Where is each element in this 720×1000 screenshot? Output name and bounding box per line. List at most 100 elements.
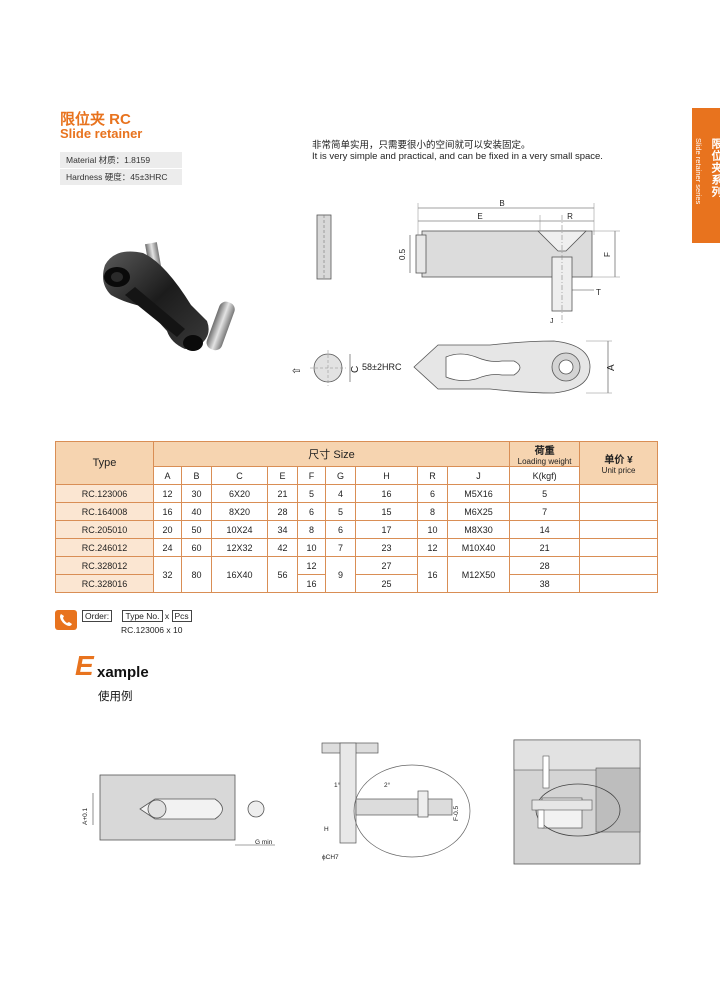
table-row: RC.164008 16 40 8X20 28 6 5 15 8 M6X25 7 <box>55 502 659 521</box>
product-photo <box>103 242 235 351</box>
lbl-a-plus: A+0.1 <box>82 807 89 825</box>
material-spec: Material 材质：1.8159 <box>60 152 182 168</box>
col-header-f: F <box>297 466 326 485</box>
row-type: RC.328016 <box>55 574 154 593</box>
cell-k: 5 <box>509 484 581 503</box>
lbl-f-minus: F-0.5 <box>453 805 460 821</box>
cell-a: 20 <box>153 520 182 539</box>
example-cn: 使用例 <box>98 691 133 703</box>
lbl-ch7: ϕCH7 <box>322 854 339 861</box>
cell-e: 34 <box>267 520 298 539</box>
dim-F: F <box>603 252 612 257</box>
technical-drawing: B E R F 0.5 T J K ⇦ C 58±2HRC A <box>290 199 620 394</box>
cell-k: 14 <box>509 520 581 539</box>
cell-j: M12X50 <box>446 556 511 593</box>
row-type: RC.328012 <box>55 556 154 575</box>
cell-price <box>579 574 659 593</box>
dim-B: B <box>499 199 504 208</box>
price-header: 单价 ¥ Unit price <box>579 441 659 485</box>
cell-e: 42 <box>267 538 298 557</box>
cell-c: 10X24 <box>211 520 268 539</box>
row-type: RC.164008 <box>55 502 154 521</box>
cell-price <box>579 502 659 521</box>
phone-icon <box>55 610 77 630</box>
cell-h: 16 <box>355 484 418 503</box>
cell-price <box>579 484 659 503</box>
cell-price <box>579 538 659 557</box>
row-type: RC.246012 <box>55 538 154 557</box>
example-drawing-1: A+0.1 G min <box>82 774 275 846</box>
cell-g: 5 <box>325 502 356 521</box>
example-heading: xample <box>97 664 149 681</box>
dim-E: E <box>477 212 482 221</box>
dim-C: C <box>350 366 361 373</box>
example-big-letter: E <box>75 650 94 681</box>
cell-a: 24 <box>153 538 182 557</box>
order-example: RC.123006 x 10 <box>121 625 183 635</box>
cell-g: 4 <box>325 484 356 503</box>
cell-a: 12 <box>153 484 182 503</box>
cell-h: 27 <box>355 556 418 575</box>
cell-c: 6X20 <box>211 484 268 503</box>
description-cn: 非常简单实用，只需要很小的空间就可以安装固定。 <box>312 140 531 151</box>
cell-e: 21 <box>267 484 298 503</box>
cell-j: M10X40 <box>446 538 511 557</box>
cell-f: 6 <box>297 502 326 521</box>
cell-h: 17 <box>355 520 418 539</box>
lbl-1: 1° <box>334 781 341 789</box>
cell-f: 8 <box>297 520 326 539</box>
size-header: 尺寸 Size <box>152 441 511 467</box>
cell-r: 12 <box>417 538 448 557</box>
cell-f: 5 <box>297 484 326 503</box>
cell-c: 12X32 <box>211 538 268 557</box>
cell-k: 7 <box>509 502 581 521</box>
side-tab: 限位夹系列 Slide retainer series <box>692 108 720 243</box>
times-symbol: x <box>164 611 170 621</box>
cell-e: 28 <box>267 502 298 521</box>
cell-h: 23 <box>355 538 418 557</box>
cell-b: 30 <box>181 484 212 503</box>
type-no-label: Type No. <box>122 610 163 622</box>
table-row: RC.246012 24 60 12X32 42 10 7 23 12 M10X… <box>55 538 659 557</box>
cell-k: 21 <box>509 538 581 557</box>
cell-b: 50 <box>181 520 212 539</box>
hrc-label: 58±2HRC <box>362 362 402 372</box>
price-header-en: Unit price <box>601 466 636 475</box>
type-header: Type <box>55 441 154 485</box>
description-en: It is very simple and practical, and can… <box>312 151 603 162</box>
col-header-b: B <box>181 466 212 485</box>
table-row: RC.328012 32 80 16X40 56 12 9 27 16 M12X… <box>55 556 659 593</box>
cell-h: 15 <box>355 502 418 521</box>
cell-a: 32 <box>153 556 182 593</box>
cell-k: 28 <box>509 556 581 575</box>
cell-c: 16X40 <box>211 556 268 593</box>
cell-f: 10 <box>297 538 326 557</box>
dim-J: J <box>550 318 554 325</box>
col-header-j: J <box>446 466 511 485</box>
col-header-e: E <box>267 466 298 485</box>
cell-r: 16 <box>417 556 448 593</box>
col-header-c: C <box>211 466 268 485</box>
cell-g: 6 <box>325 520 356 539</box>
cell-r: 8 <box>417 502 448 521</box>
cell-price <box>579 520 659 539</box>
dim-A: A <box>606 364 617 371</box>
cell-j: M8X30 <box>446 520 511 539</box>
col-header-g: G <box>325 466 356 485</box>
load-header-en: Loading weight <box>517 457 572 466</box>
example-drawing-2: 1° 2° F-0.5 H ϕCH7 <box>321 742 471 861</box>
load-header-cn: 荷重 <box>534 446 555 457</box>
col-header-a: A <box>153 466 182 485</box>
cell-b: 40 <box>181 502 212 521</box>
dim-0-5: 0.5 <box>398 248 407 260</box>
cell-f: 16 <box>297 574 326 593</box>
cell-r: 10 <box>417 520 448 539</box>
row-type: RC.205010 <box>55 520 154 539</box>
col-header-r: R <box>417 466 448 485</box>
cell-a: 16 <box>153 502 182 521</box>
cell-c: 8X20 <box>211 502 268 521</box>
hardness-spec: Hardness 硬度：45±3HRC <box>60 169 182 185</box>
order-label: Order: <box>82 610 113 622</box>
arrow-left-icon: ⇦ <box>292 366 300 377</box>
col-header-h: H <box>355 466 418 485</box>
